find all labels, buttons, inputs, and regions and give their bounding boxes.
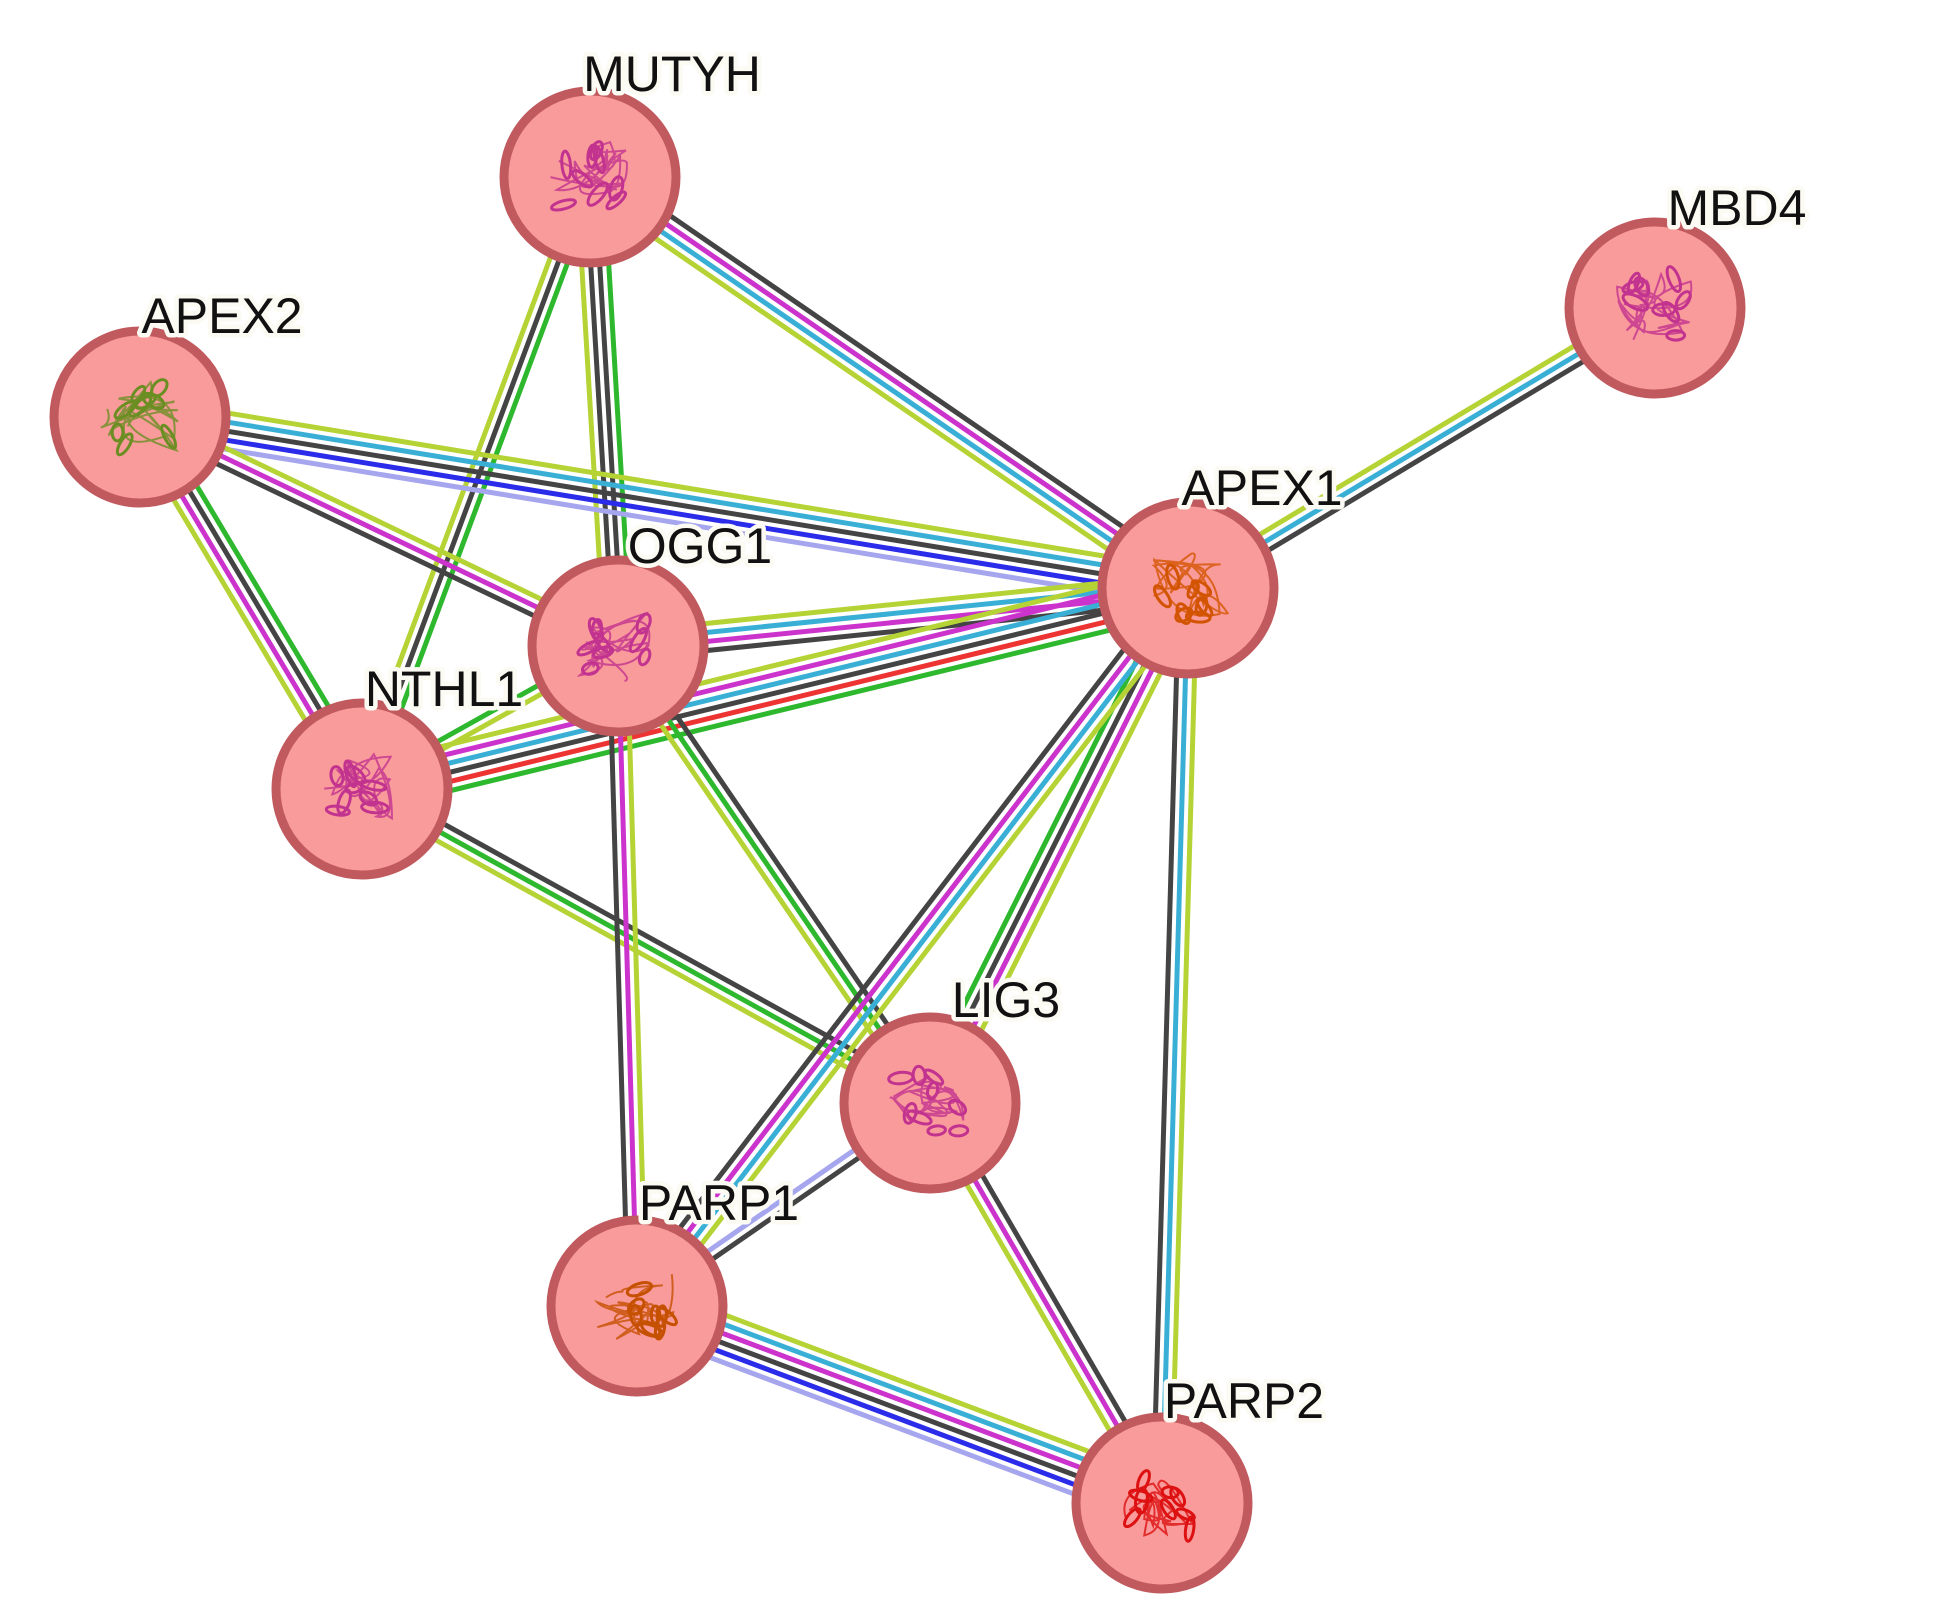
node-circle: [527, 555, 709, 737]
edge-channel-magenta: [630, 582, 1187, 1306]
edge-channel-red: [362, 598, 1194, 805]
protein-structure-multicolor-icon: [100, 378, 179, 457]
edge-ogg1-lig3[interactable]: [608, 638, 940, 1111]
node-mbd4[interactable]: [1564, 217, 1746, 399]
protein-structure-magenta-icon: [324, 752, 393, 821]
node-apex2[interactable]: [49, 326, 231, 508]
edge-mutyh-apex1[interactable]: [579, 163, 1199, 602]
edge-channel-black: [616, 598, 1192, 662]
labels-layer: MUTYH MBD4APEX2APEX1OGG1NTHL1LIG3PARP1PAR…: [137, 42, 1811, 1434]
edge-channel-black: [1150, 585, 1182, 1506]
protein-structure-magenta-icon: [1616, 265, 1693, 342]
node-lig3[interactable]: [839, 1012, 1021, 1194]
edge-channel-cyan: [1159, 585, 1191, 1506]
node-label-parp2: PARP2: [1164, 1373, 1324, 1429]
edge-channel-black: [360, 589, 1192, 796]
edge-channel-magenta: [636, 1299, 1167, 1502]
edge-channel-yellowgreen: [939, 591, 1203, 1112]
edge-channel-yellowgreen: [642, 1282, 1173, 1485]
node-nthl1[interactable]: [271, 698, 453, 880]
edge-channel-black: [623, 577, 1180, 1301]
protein-structure-magenta-icon: [550, 140, 628, 212]
node-label-lig3: LIG3: [952, 972, 1060, 1028]
edge-apex1-parp2[interactable]: [1150, 585, 1200, 1506]
edge-ogg1-parp1[interactable]: [606, 643, 649, 1309]
protein-structure-orange-icon: [593, 1274, 678, 1341]
node-parp1[interactable]: [546, 1215, 728, 1397]
edge-channel-black: [1190, 313, 1663, 599]
edge-channel-green: [367, 177, 601, 795]
node-label-ogg1: OGG1: [628, 518, 772, 574]
node-apex1[interactable]: [1097, 497, 1279, 679]
edge-nthl1-lig3[interactable]: [355, 778, 937, 1114]
edge-channel-lavender: [134, 432, 1188, 609]
edge-apex2-apex1[interactable]: [134, 396, 1194, 609]
node-label-nthl1: NTHL1: [365, 661, 523, 717]
node-label-parp1: PARP1: [639, 1175, 799, 1231]
node-mutyh[interactable]: [499, 86, 681, 268]
edge-channel-yellowgreen: [1180, 297, 1653, 583]
protein-structure-orange-icon: [1151, 552, 1230, 625]
protein-structure-red-icon: [1123, 1469, 1196, 1543]
edge-channel-green: [359, 786, 933, 1106]
edge-channel-magenta: [356, 572, 1188, 779]
edge-channel-yellowgreen: [645, 593, 1202, 1317]
edge-ogg1-apex1[interactable]: [614, 572, 1192, 662]
edge-channel-green: [364, 607, 1196, 814]
edge-channel-yellowgreen: [140, 396, 1194, 573]
edge-channel-magenta: [931, 587, 1195, 1108]
edge-channel-blue: [629, 1316, 1160, 1519]
edge-channel-black: [606, 643, 631, 1309]
edge-channel-magenta: [615, 643, 640, 1309]
nodes-layer: [49, 86, 1746, 1594]
edge-channel-magenta: [615, 589, 1191, 653]
edge-channel-cyan: [358, 581, 1190, 788]
edge-parp1-parp2[interactable]: [626, 1282, 1173, 1527]
edge-channel-yellowgreen: [614, 572, 1190, 636]
edge-channel-cyan: [584, 178, 1188, 595]
protein-structure-magenta-icon: [887, 1064, 970, 1138]
edge-channel-yellowgreen: [579, 185, 1183, 602]
edge-channel-cyan: [615, 581, 1191, 645]
edge-channel-yellowgreen: [1168, 585, 1200, 1506]
edge-channel-yellowgreen: [608, 648, 926, 1111]
node-label-apex1: APEX1: [1181, 460, 1342, 516]
edge-channel-cyan: [639, 1290, 1170, 1493]
edge-channel-cyan: [638, 588, 1195, 1312]
edge-channel-yellowgreen: [354, 563, 1186, 770]
edge-nthl1-apex1[interactable]: [354, 563, 1196, 814]
edge-mbd4-apex1[interactable]: [1180, 297, 1663, 599]
edge-channel-blue: [136, 423, 1190, 600]
edge-channel-black: [595, 163, 1199, 580]
node-label-mutyh: MUTYH: [583, 46, 761, 102]
edge-channel-black: [137, 414, 1191, 591]
edge-channel-black: [632, 1307, 1163, 1510]
edge-apex1-parp1[interactable]: [623, 577, 1202, 1317]
node-label-mbd4: MBD4: [1668, 180, 1807, 236]
edge-channel-cyan: [1185, 305, 1658, 591]
edge-channel-cyan: [138, 405, 1192, 582]
edge-channel-green: [615, 643, 933, 1106]
edge-channel-yellowgreen: [624, 643, 649, 1309]
edge-channel-lavender: [626, 1324, 1157, 1527]
node-label-apex2: APEX2: [141, 288, 302, 344]
node-parp2[interactable]: [1071, 1412, 1253, 1594]
node-ogg1[interactable]: [527, 555, 709, 737]
node-circle: [1097, 497, 1279, 679]
protein-structure-magenta-icon: [576, 611, 652, 682]
edge-channel-black: [363, 778, 937, 1098]
edge-channel-black: [622, 638, 940, 1101]
edge-channel-magenta: [590, 170, 1194, 587]
